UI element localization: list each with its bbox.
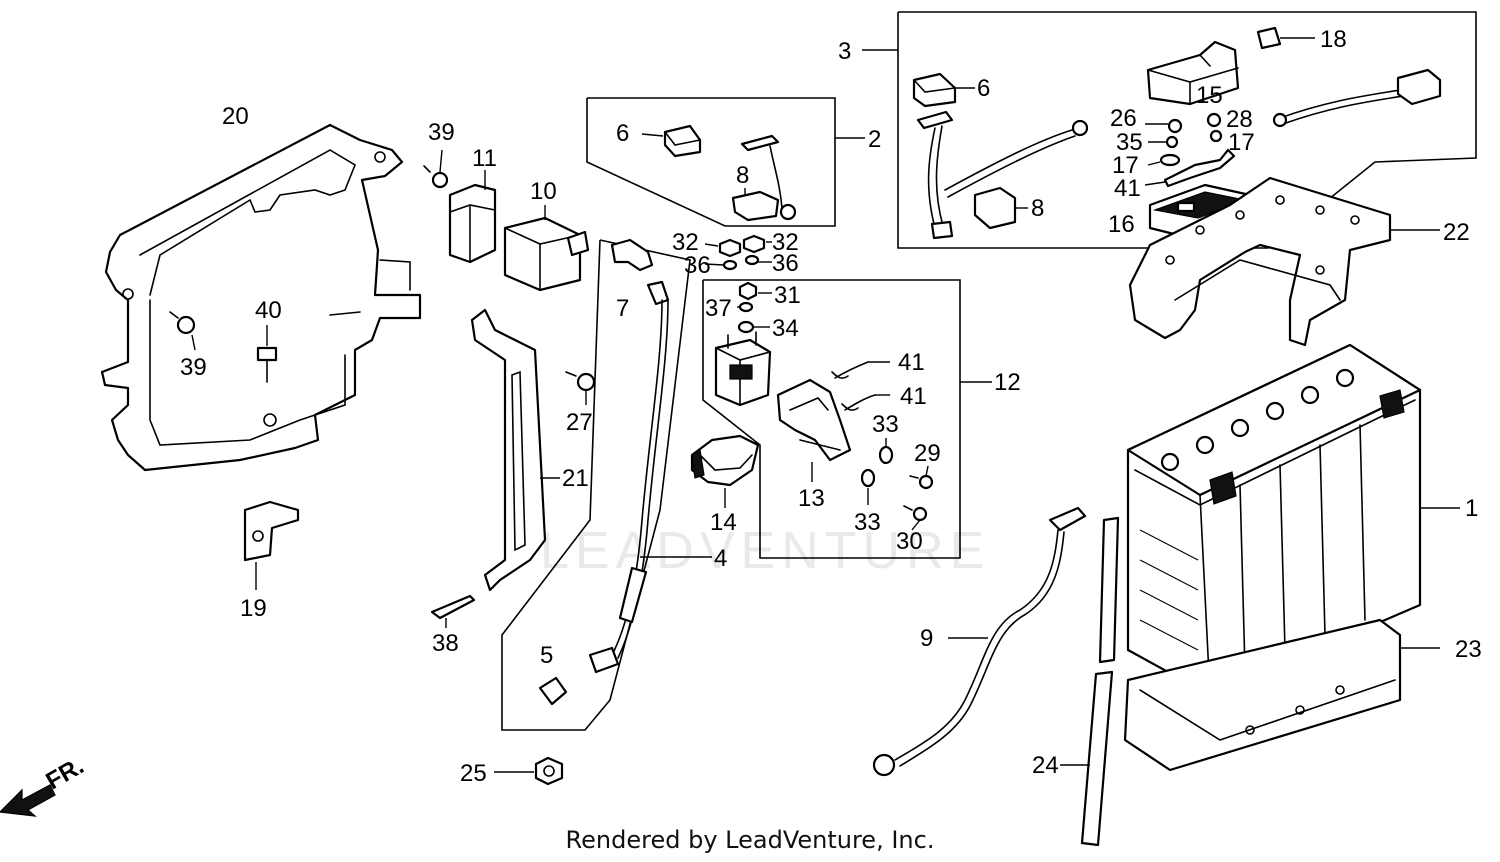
callout-30: 30: [896, 528, 923, 555]
fuse-cover-15: [1146, 40, 1240, 106]
callout-23: 23: [1455, 636, 1482, 663]
callout-31: 31: [774, 282, 801, 309]
breather-tube-24: [1060, 516, 1120, 847]
screws-29-30: [903, 465, 934, 531]
callout-37: 37: [705, 295, 732, 322]
callout-40: 40: [255, 297, 282, 324]
boot-6-left: [641, 124, 702, 158]
callout-41-lower: 41: [900, 383, 927, 410]
callout-4: 4: [714, 545, 727, 572]
callout-labels: 1 2 3 4 5 6 6 7 8 8 9 10 11 12 13 14 15 …: [180, 26, 1482, 787]
callout-1: 1: [1465, 495, 1478, 522]
callout-13: 13: [798, 485, 825, 512]
relay-11: [448, 170, 497, 264]
starter-relay-cover-14: [690, 434, 760, 508]
callout-25: 25: [460, 760, 487, 787]
callout-41-upper: 41: [898, 349, 925, 376]
group-box-4: [501, 239, 712, 731]
callout-21: 21: [562, 465, 589, 492]
grommets-33: [860, 438, 894, 505]
regulator-10: [503, 205, 590, 292]
nuts-32-36-31-37-34: [704, 234, 772, 334]
group-box-12: [702, 279, 992, 559]
callout-15: 15: [1196, 82, 1223, 109]
clip-38: [430, 594, 476, 628]
relay-holder-13: [776, 378, 852, 482]
starter-relay-assembly: [714, 331, 772, 407]
boot-8-group3: [973, 186, 1028, 230]
stay-bracket-21: [470, 308, 560, 592]
callout-34: 34: [772, 315, 799, 342]
callout-8-left: 8: [736, 162, 749, 189]
front-direction-arrow: FR.: [0, 752, 88, 817]
callout-11: 11: [472, 145, 497, 172]
group-box-3: [862, 11, 1477, 249]
callout-32-left: 32: [672, 229, 699, 256]
starter-cable-4: [538, 238, 670, 706]
screw-39-upper: [423, 149, 449, 189]
callout-33-lower: 33: [854, 509, 881, 536]
terminal-lead-group2: [740, 134, 797, 221]
callout-18: 18: [1320, 26, 1347, 53]
callout-14: 14: [710, 509, 737, 536]
callout-19: 19: [240, 595, 267, 622]
group-box-2: [586, 97, 865, 227]
callout-39-lower: 39: [180, 354, 207, 381]
boot-6-right: [912, 72, 975, 108]
callout-3: 3: [838, 38, 851, 65]
callout-16: 16: [1108, 211, 1135, 238]
callout-7: 7: [616, 295, 629, 322]
screw-27: [565, 371, 596, 405]
battery-1: [1126, 343, 1460, 697]
callout-6-right: 6: [977, 75, 990, 102]
callout-12: 12: [994, 369, 1021, 396]
callout-2: 2: [868, 126, 881, 153]
callout-32-right: 32: [772, 229, 799, 256]
callout-9: 9: [920, 625, 933, 652]
callout-36-right: 36: [772, 250, 799, 277]
callout-29: 29: [914, 440, 941, 467]
callout-5: 5: [540, 642, 553, 669]
nut-25: [494, 756, 564, 786]
callout-39-upper: 39: [428, 119, 455, 146]
battery-box-bracket-20: [100, 123, 422, 472]
battery-band-22: [1128, 176, 1440, 347]
callout-41-group3: 41: [1114, 175, 1141, 202]
callout-35: 35: [1116, 129, 1143, 156]
callout-17-left: 17: [1112, 152, 1139, 179]
callout-24: 24: [1032, 752, 1059, 779]
bracket-19: [243, 500, 300, 590]
boot-8-group2: [731, 188, 780, 222]
callout-22: 22: [1443, 219, 1470, 246]
callout-27: 27: [566, 409, 593, 436]
battery-cable-group3: [916, 110, 1089, 240]
callout-8-right: 8: [1031, 195, 1044, 222]
battery-tray-23: [1123, 618, 1440, 772]
callout-28: 28: [1226, 106, 1253, 133]
ground-cable-9: [872, 506, 1087, 777]
clip-41-lower: [841, 394, 890, 411]
callout-17-right: 17: [1228, 129, 1255, 156]
fuse-wire-harness: [1272, 68, 1442, 128]
spare-fuse-18: [1256, 26, 1315, 50]
watermark: LEADVENTURE: [540, 522, 990, 580]
callout-6-left: 6: [616, 120, 629, 147]
callout-10: 10: [530, 178, 557, 205]
fasteners-26-28-35-17-41: [1144, 112, 1236, 188]
clip-41-upper: [831, 361, 890, 379]
credit-text: Rendered by LeadVenture, Inc.: [565, 826, 935, 854]
callout-36-left: 36: [684, 252, 711, 279]
bolt-40: [256, 325, 278, 383]
callout-26: 26: [1110, 105, 1137, 132]
callout-20: 20: [222, 103, 249, 130]
screw-39-lower: [169, 311, 196, 351]
callout-38: 38: [432, 630, 459, 657]
callout-33-upper: 33: [872, 411, 899, 438]
